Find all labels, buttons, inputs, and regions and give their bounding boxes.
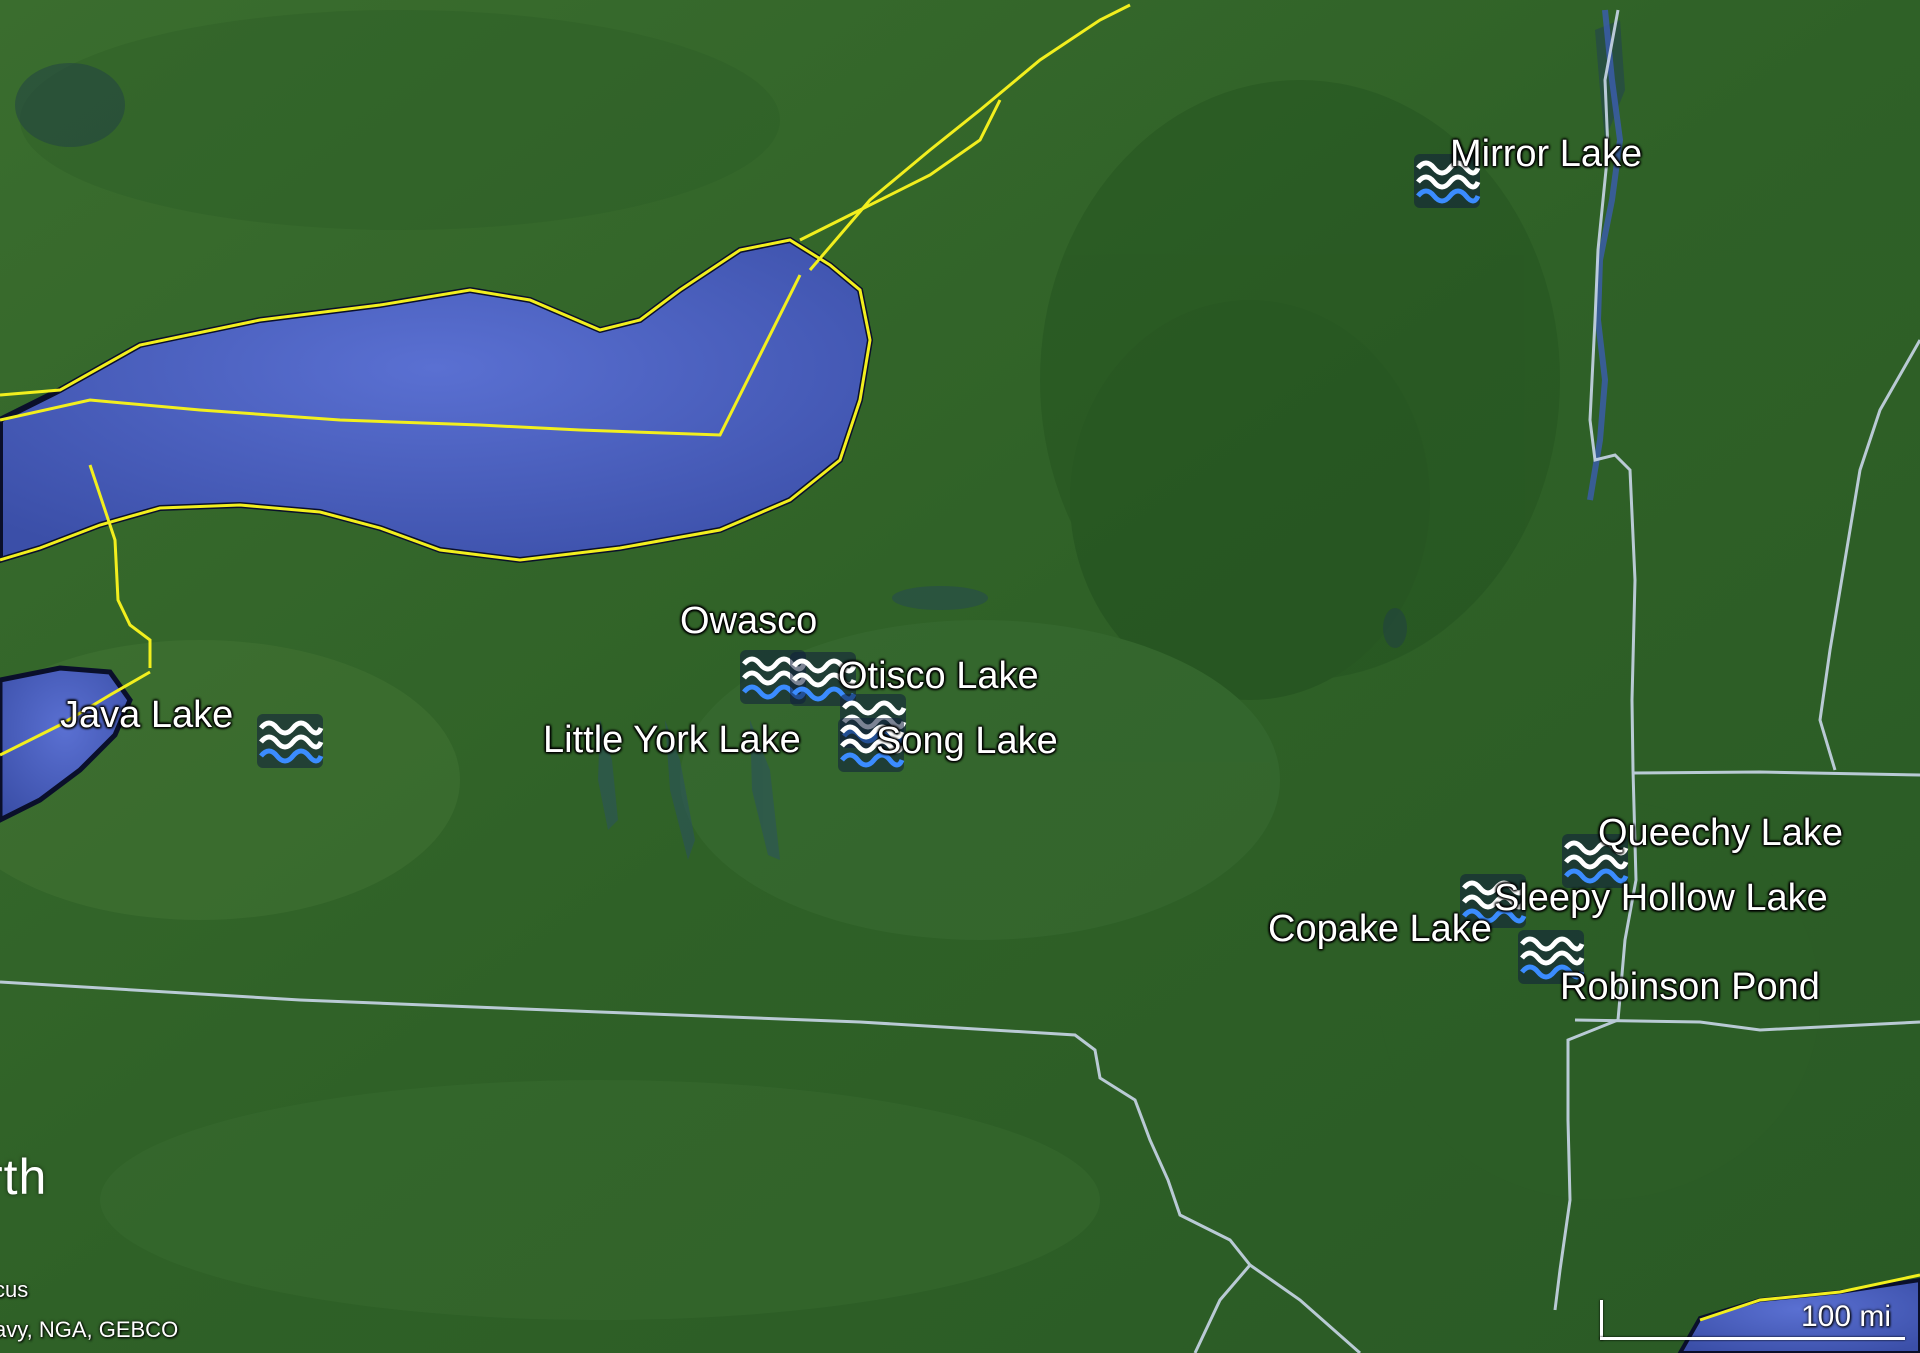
placemark-label: Owasco [680, 600, 818, 642]
placemark-label: Copake Lake [1268, 908, 1492, 950]
hudson-river [1587, 9, 1624, 501]
placemark-label: Little York Lake [543, 719, 801, 761]
state-borders [0, 9, 1920, 1353]
country-border [0, 3, 1920, 1322]
water-waves-icon [257, 714, 324, 768]
placemark-label: Mirror Lake [1450, 133, 1643, 175]
placemark-label: Queechy Lake [1598, 812, 1844, 854]
scale-bar-tick [1600, 1300, 1603, 1340]
placemark-label: Song Lake [876, 720, 1058, 762]
water-waves-icon [1562, 834, 1629, 888]
lake-erie [0, 665, 133, 823]
water-waves-icon [1518, 930, 1585, 984]
scale-bar-line [1600, 1337, 1905, 1340]
map-credit-line-2: avy, NGA, GEBCO [0, 1317, 179, 1342]
placemark-label: Java Lake [60, 694, 234, 736]
placemark-label: Otisco Lake [838, 655, 1039, 697]
placemark-label: Robinson Pond [1560, 966, 1820, 1008]
scale-bar-label: 100 mi [1800, 1300, 1891, 1333]
map-credit-line-1: cus [0, 1277, 29, 1302]
placemark-label: Sleepy Hollow Lake [1494, 877, 1828, 919]
map-brand-text: rth [0, 1149, 48, 1205]
water-waves-icon [838, 718, 905, 772]
water-waves-icon [1460, 874, 1527, 928]
scale-bar: 100 mi [1600, 1300, 1905, 1340]
small-lakes [15, 20, 1625, 860]
water-waves-icon [1414, 154, 1481, 208]
